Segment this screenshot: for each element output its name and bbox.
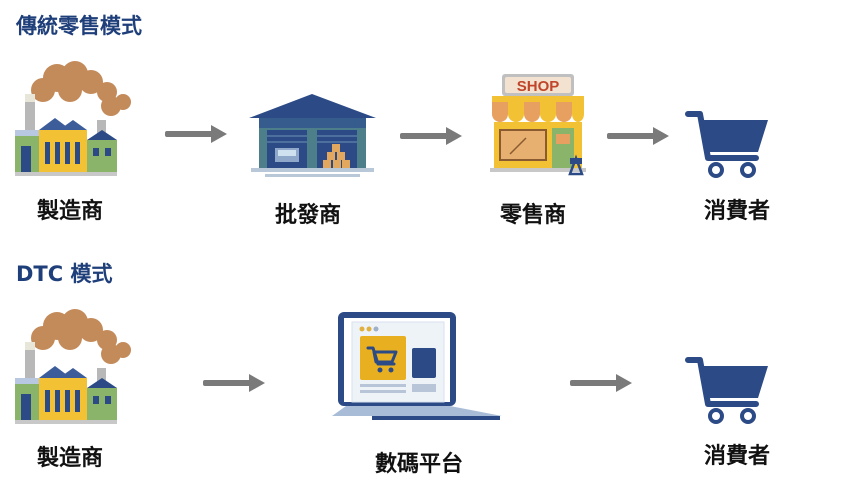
node-label-wholesaler: 批發商 [274,203,342,228]
arrow-right-icon [607,127,669,145]
section-title-dtc: DTC 模式 [16,262,113,286]
arrow-right-icon [165,125,227,143]
node-label-digital-platform: 數碼平台 [374,452,464,477]
shopping-cart-icon [685,111,768,178]
shopping-cart-icon [685,357,768,424]
laptop-icon [332,312,502,420]
arrow-right-icon [570,374,632,392]
arrow-right-icon [203,374,265,392]
arrow-right-icon [400,127,462,145]
node-label-manufacturer: 製造商 [36,199,104,224]
node-label-consumer: 消費者 [703,444,771,469]
factory-icon [15,309,131,424]
node-label-manufacturer: 製造商 [36,446,104,471]
factory-icon [15,61,131,176]
shop-icon: SHOP [490,74,586,176]
section-title-traditional: 傳統零售模式 [16,14,142,38]
warehouse-icon [249,94,376,177]
shop-sign-text: SHOP [517,78,560,95]
node-label-consumer: 消費者 [703,199,771,224]
node-label-retailer: 零售商 [499,203,567,228]
